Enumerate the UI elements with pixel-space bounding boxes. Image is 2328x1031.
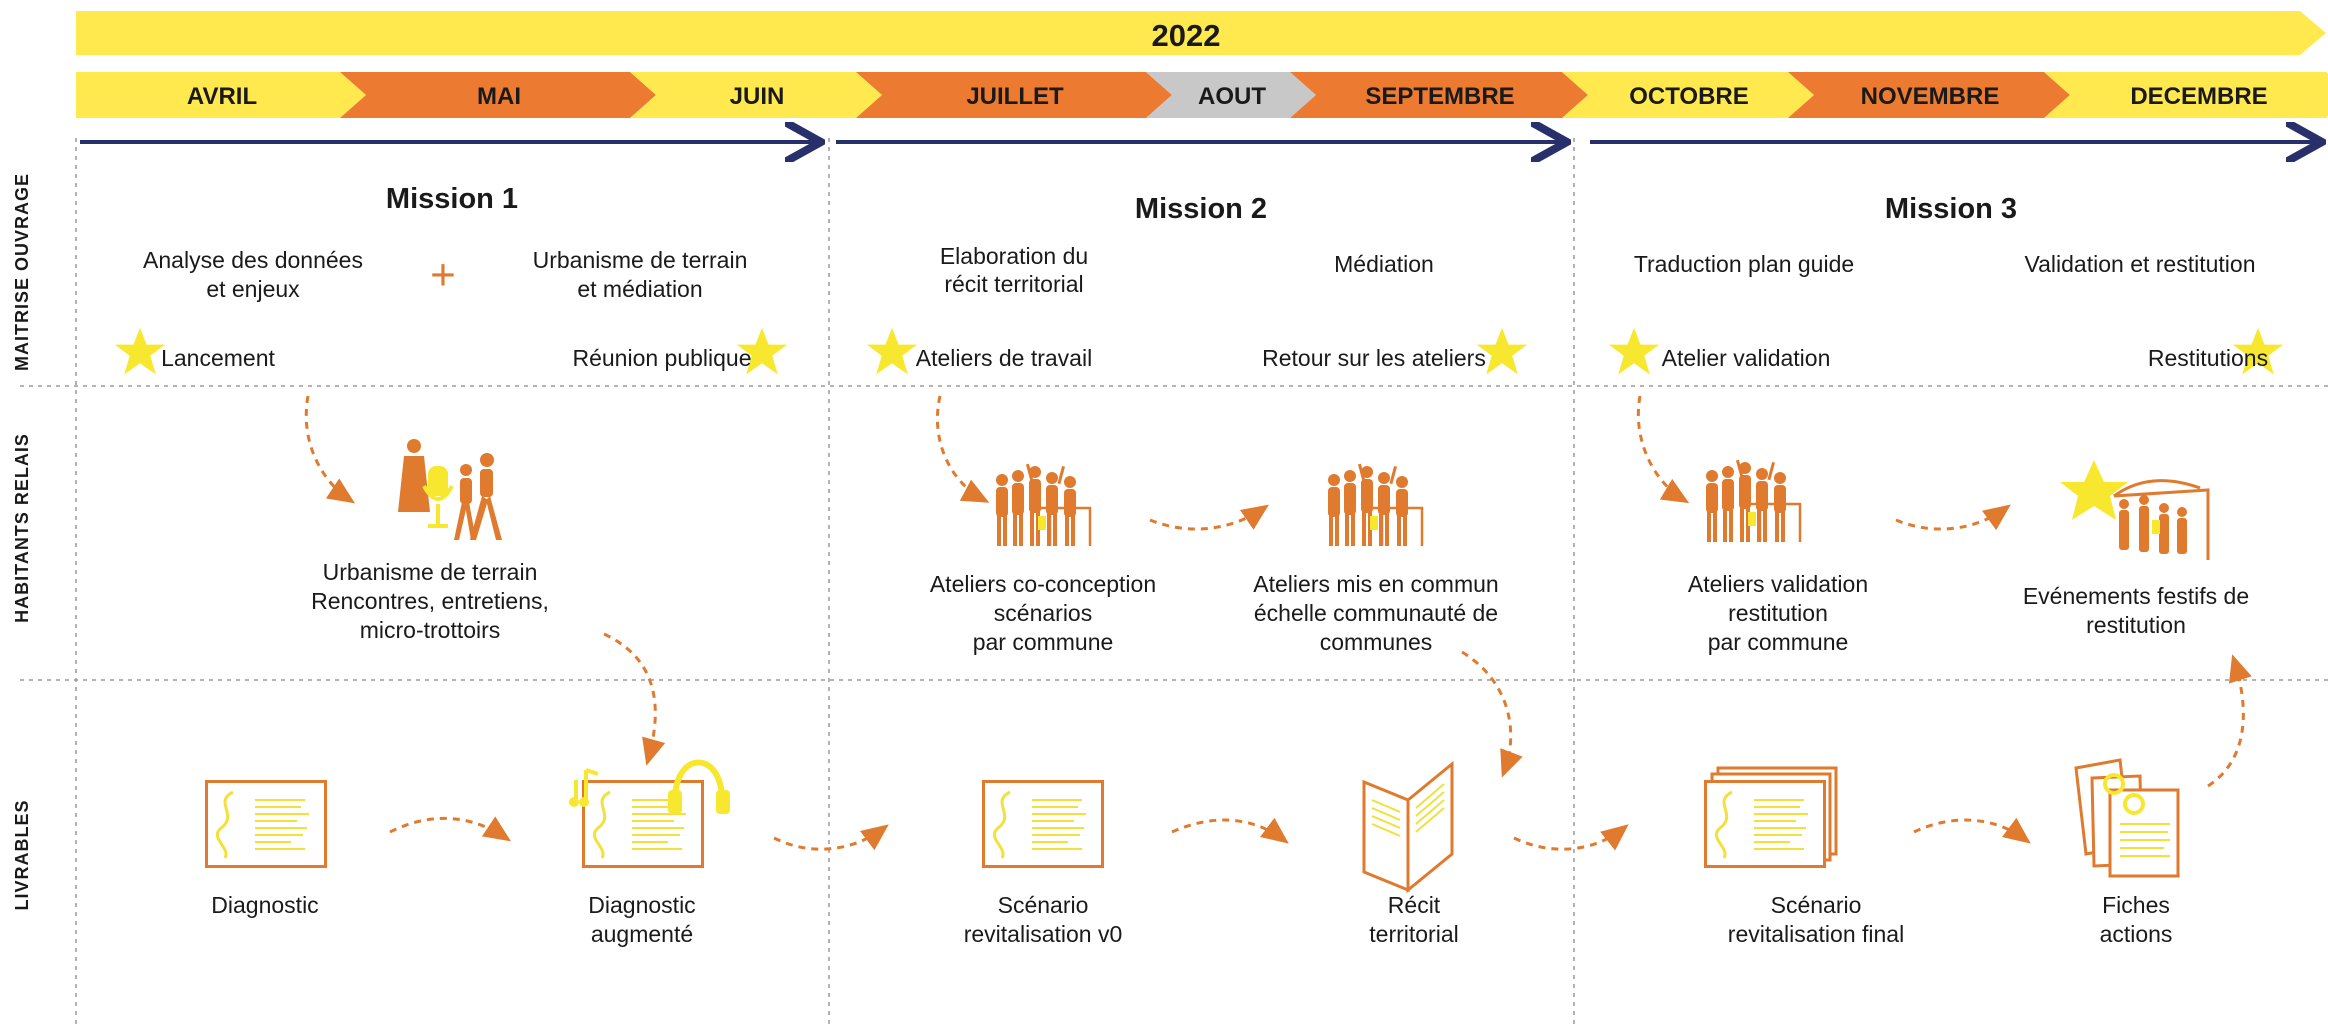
mission-1-phase-b-line2: et médiation (577, 276, 702, 302)
mission-2-deliverable-b-line1: Récit (1388, 892, 1441, 918)
mission-2-title: Mission 2 (1135, 193, 1267, 225)
month-chevron (856, 72, 1172, 118)
sheets-icon (2074, 758, 2180, 878)
mission-1-activity-line2: Rencontres, entretiens, (311, 588, 549, 614)
mission-2-deliverable-b-line2: territorial (1369, 921, 1458, 947)
mission-1-deliverable-b-line2: augmenté (591, 921, 693, 947)
mission-2-deliverable-a-line2: revitalisation v0 (964, 921, 1123, 947)
mission-3-deliverable-a-line2: revitalisation final (1728, 921, 1904, 947)
star-icon (114, 327, 166, 375)
star-icon (1608, 327, 1660, 375)
month-band: AVRIL MAI JUIN JUILLET AOUT SEPTEMBRE OCTOBRE N… (76, 72, 2328, 118)
people-interview-icon (398, 439, 502, 540)
mission-1-title: Mission 1 (386, 183, 518, 215)
month-chevron (76, 72, 366, 118)
month-label: SEPTEMBRE (1365, 83, 1514, 110)
mission-3-activity-a-line3: par commune (1708, 629, 1849, 655)
mission-1-activity-line1: Urbanisme de terrain (323, 559, 538, 585)
mission-3-event-a: Atelier validation (1662, 345, 1831, 371)
mission-1-deliverable-b-line1: Diagnostic (588, 892, 695, 918)
people-icon (1326, 462, 1424, 548)
mission-3-deliverable-a-line1: Scénario (1771, 892, 1862, 918)
grid-lines (20, 138, 2328, 1026)
row-label-maitrise: MAITRISE OUVRAGE (12, 173, 32, 371)
mission-2-activity-a-line1: Ateliers co-conception (930, 571, 1156, 597)
year-label: 2022 (1152, 18, 1221, 53)
mission-3-deliverable-b-line1: Fiches (2102, 892, 2170, 918)
mission-2-activity-a-line2: scénarios (994, 600, 1092, 626)
mission-1-phase-b-line1: Urbanisme de terrain (533, 247, 748, 273)
mission-3-activity-a-line1: Ateliers validation (1688, 571, 1868, 597)
mission-3-title: Mission 3 (1885, 193, 2017, 225)
mission-2-phase-a-line1: Elaboration du (940, 243, 1088, 269)
mission-1-phase-a-line2: et enjeux (206, 276, 300, 302)
month-label: DECEMBRE (2130, 83, 2267, 110)
month-label: OCTOBRE (1629, 83, 1749, 110)
mission-2-phase-a-line2: récit territorial (944, 271, 1083, 297)
mission-2-activity-b-line2: échelle communauté de (1254, 600, 1498, 626)
mission-1-event-a: Lancement (161, 345, 275, 371)
star-icon (866, 327, 918, 375)
booklet-icon (1362, 760, 1454, 894)
month-label: JUILLET (966, 83, 1064, 110)
mission-1-activity-line3: micro-trottoirs (360, 617, 501, 643)
month-chevron (1788, 72, 2070, 118)
mission-3-activity-a-line2: restitution (1728, 600, 1828, 626)
mission-1-phase-a-line1: Analyse des données (143, 247, 363, 273)
month-label: JUIN (730, 83, 785, 110)
month-chevron (630, 72, 882, 118)
festive-event-icon (2060, 460, 2210, 560)
month-label: MAI (477, 83, 521, 110)
mission-3-phase-a: Traduction plan guide (1634, 251, 1854, 277)
people-icon (1704, 458, 1802, 544)
month-label: NOVEMBRE (1861, 83, 2000, 110)
mission-1-deliverable-a: Diagnostic (211, 892, 318, 918)
mission-1-event-b: Réunion publique (572, 345, 751, 371)
mission-2-activity-b-line1: Ateliers mis en commun (1253, 571, 1498, 597)
month-chevron (340, 72, 656, 118)
document-icon (582, 780, 704, 868)
mission-2-activity-a-line3: par commune (973, 629, 1114, 655)
document-icon (982, 780, 1104, 868)
month-chevron (2044, 72, 2328, 118)
year-banner: 2022 (76, 11, 2326, 55)
stacked-documents-icon (1704, 766, 1838, 868)
headphones-icon (569, 759, 730, 814)
mission-2-event-b: Retour sur les ateliers (1262, 345, 1486, 371)
mission-3-activity-b-line2: restitution (2086, 612, 2186, 638)
document-icon (205, 780, 327, 868)
mission-3-activity-b-line1: Evénements festifs de (2023, 583, 2249, 609)
plus-icon: + (430, 251, 456, 300)
mission-2-event-a: Ateliers de travail (916, 345, 1092, 371)
month-chevron (1562, 72, 1814, 118)
row-label-livrables: LIVRABLES (12, 799, 32, 910)
mission-2-deliverable-a-line1: Scénario (998, 892, 1089, 918)
month-label: AOUT (1198, 83, 1266, 110)
month-label: AVRIL (187, 83, 257, 110)
row-label-habitants: HABITANTS RELAIS (12, 433, 32, 623)
mission-3-event-b: Restitutions (2148, 345, 2268, 371)
people-icon (994, 462, 1092, 548)
month-chevron (1290, 72, 1588, 118)
mission-2-phase-b: Médiation (1334, 251, 1434, 277)
mission-3-phase-b: Validation et restitution (2025, 251, 2256, 277)
mission-2-activity-b-line3: communes (1320, 629, 1432, 655)
mission-3-deliverable-b-line2: actions (2100, 921, 2173, 947)
month-chevron (1146, 72, 1316, 118)
